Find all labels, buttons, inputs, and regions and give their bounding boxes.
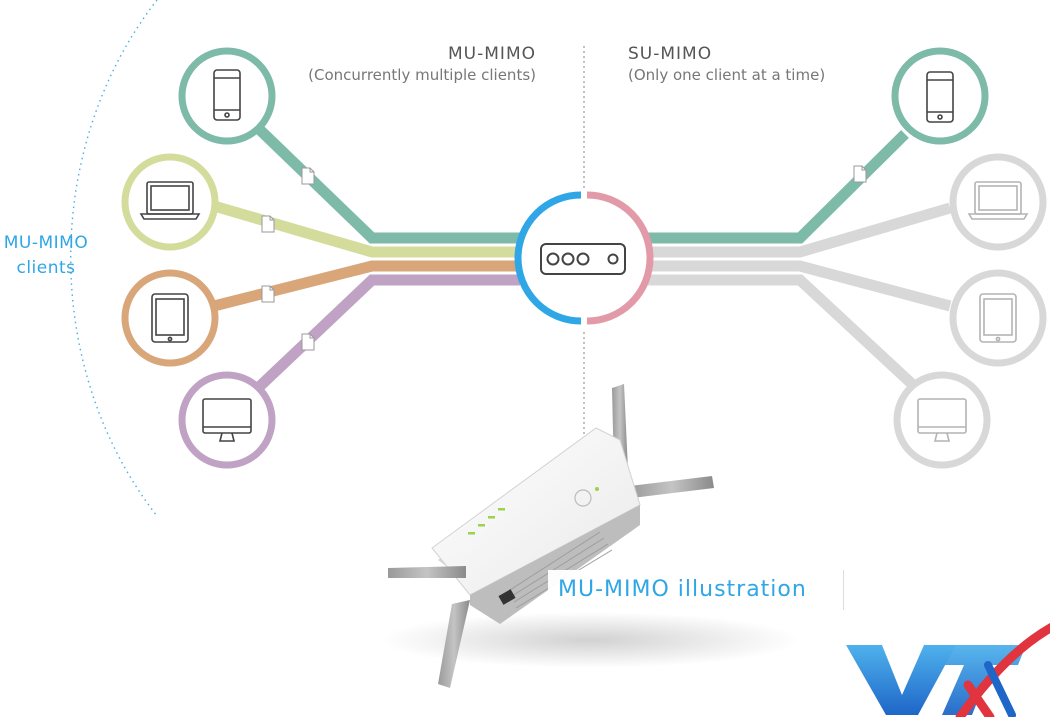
desktop-icon [917, 398, 967, 442]
su-path-phone [646, 130, 909, 244]
laptop-icon [139, 181, 201, 220]
mu-path-phone [254, 124, 520, 244]
antenna [388, 566, 466, 578]
mu-mimo-header: MU-MIMO (Concurrently multiple clients) [296, 44, 536, 84]
packet-icon [301, 167, 315, 185]
su-client-tablet [949, 269, 1047, 367]
phone-icon [926, 71, 954, 123]
wps-button [574, 489, 592, 507]
mu-path-desktop [254, 274, 520, 392]
packet-icon [301, 333, 315, 351]
su-client-phone [891, 47, 989, 145]
range-extender-device [380, 384, 800, 688]
mu-paths [212, 124, 520, 392]
router-icon [540, 243, 626, 275]
su-path-laptop [646, 202, 952, 258]
laptop-icon [967, 181, 1029, 220]
mu-mimo-clients-label: MU-MIMO clients [0, 231, 96, 281]
su-mimo-header: SU-MIMO (Only one client at a time) [628, 44, 888, 84]
ethernet-port [498, 589, 516, 605]
router-arc-right [586, 191, 654, 325]
mu-mimo-subtitle: (Concurrently multiple clients) [308, 66, 536, 84]
router-arc-left [514, 191, 582, 325]
desktop-icon [202, 398, 252, 442]
router-node [514, 191, 654, 325]
su-client-desktop [893, 371, 991, 469]
su-path-tablet [646, 260, 952, 312]
packet-icon [853, 165, 867, 183]
phone-icon [213, 69, 241, 121]
su-mimo-subtitle: (Only one client at a time) [628, 66, 826, 84]
packet-markers [261, 165, 867, 351]
su-paths [646, 130, 952, 389]
mu-client-phone [178, 47, 276, 145]
su-path-desktop [646, 274, 916, 389]
packet-icon [261, 285, 275, 303]
clients-label-line-1: MU-MIMO [3, 233, 89, 253]
clients-label-line-2: clients [16, 258, 76, 278]
mu-mimo-title: MU-MIMO [448, 44, 536, 64]
su-mimo-title: SU-MIMO [628, 44, 713, 64]
antenna [438, 600, 470, 688]
tablet-icon [151, 293, 189, 343]
antenna [630, 476, 714, 498]
mu-client-desktop [178, 371, 276, 469]
mu-client-tablet [121, 269, 219, 367]
clients-arc [70, 0, 158, 517]
vtx-logo [846, 622, 1050, 717]
status-leds [468, 487, 599, 535]
tablet-icon [979, 293, 1017, 343]
mu-client-laptop [121, 153, 219, 251]
packet-icon [261, 215, 275, 233]
su-client-laptop [949, 153, 1047, 251]
illustration-caption: MU-MIMO illustration [548, 570, 844, 610]
